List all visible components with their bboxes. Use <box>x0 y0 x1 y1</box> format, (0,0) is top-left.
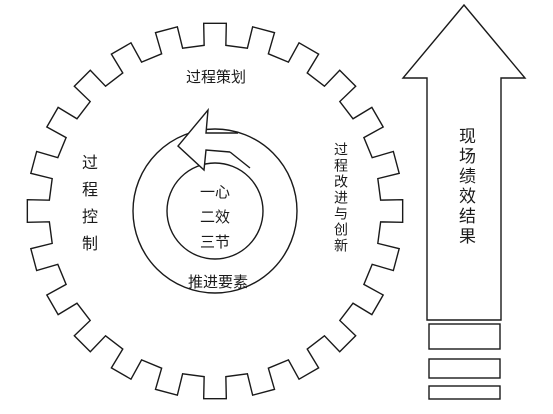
site-performance-label: 现场绩效结果 <box>455 127 475 247</box>
center-line-3: 三节 <box>199 233 230 251</box>
process-control-label: 过程控制 <box>79 154 98 262</box>
result-block-2 <box>428 358 501 379</box>
process-planning-label: 过程策划 <box>186 68 247 86</box>
results-arrow <box>401 3 527 321</box>
result-block-1 <box>428 323 501 350</box>
center-circle <box>166 162 264 260</box>
process-improvement-label: 过程改进与创新 <box>332 142 348 254</box>
result-block-3 <box>428 385 501 400</box>
cycle-arrow-tail <box>229 151 251 169</box>
center-line-1: 一心 <box>199 183 230 201</box>
promotion-elements-label: 推进要素 <box>188 273 249 291</box>
cycle-arrow <box>177 107 238 172</box>
center-text: 一心 二效 三节 <box>195 180 235 255</box>
center-line-2: 二效 <box>199 208 230 226</box>
